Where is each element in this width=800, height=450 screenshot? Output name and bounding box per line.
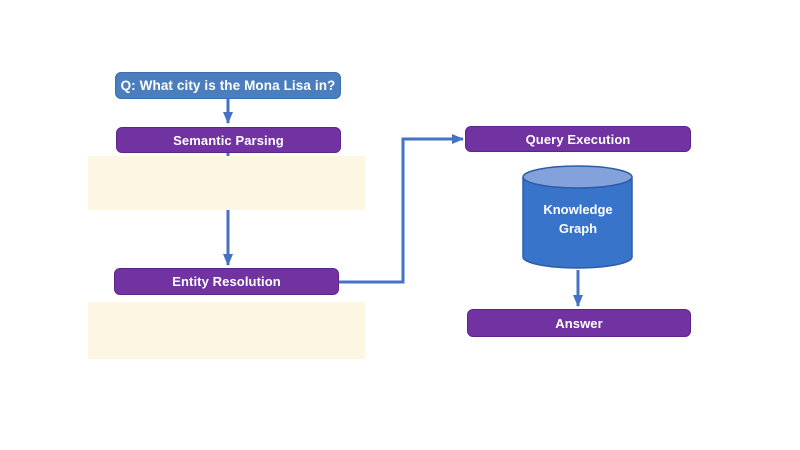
node-knowledge-graph-label: Knowledge Graph <box>543 202 613 236</box>
highlight-band-entity-resolution <box>88 302 365 359</box>
node-entity-resolution: Entity Resolution <box>114 268 339 295</box>
connector-entity-resolution-to-query-execution <box>339 134 464 284</box>
node-question: Q: What city is the Mona Lisa in? <box>115 72 341 99</box>
knowledge-graph-cylinder-icon <box>522 165 633 269</box>
node-semantic-parsing: Semantic Parsing <box>116 127 341 153</box>
node-answer: Answer <box>467 309 691 337</box>
highlight-band-semantic-parsing <box>88 156 365 210</box>
node-query-execution: Query Execution <box>465 126 691 152</box>
